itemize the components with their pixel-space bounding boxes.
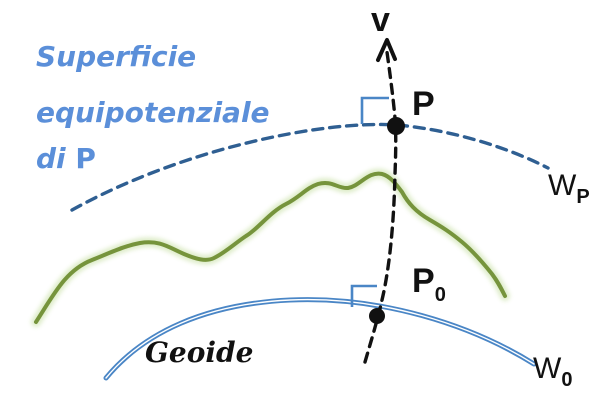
point-p0-marker <box>369 308 385 324</box>
surface-w0-label-base: W <box>533 352 562 385</box>
title-line-3: di P <box>36 142 96 175</box>
geoid-label: Geoide <box>145 336 253 369</box>
surface-wp-label-subscript: P <box>576 186 589 208</box>
vertical-label: v <box>371 1 390 39</box>
point-p-label: P <box>412 85 435 123</box>
right-angle-marker-top <box>360 96 389 124</box>
title-line-1: Superficie <box>36 40 196 73</box>
vertical-arrow-icon <box>376 38 397 62</box>
terrain-curve <box>34 171 507 324</box>
point-p0-label-subscript: 0 <box>435 284 446 306</box>
surface-wp-label: WP <box>548 169 590 208</box>
equipotential-surface-curve <box>70 122 550 212</box>
surface-w0-label: W0 <box>533 352 572 391</box>
surface-wp-label-base: W <box>548 169 577 202</box>
title-line-3-prefix: di <box>36 142 75 175</box>
surface-w0-label-subscript: 0 <box>561 369 572 391</box>
point-p0-label: P0 <box>412 262 446 306</box>
geoid-curve-inner <box>105 298 535 379</box>
point-p-marker <box>387 117 405 135</box>
right-angle-marker-bottom <box>350 284 377 307</box>
title-line-3-symbol: P <box>75 142 96 175</box>
title-line-2: equipotenziale <box>36 96 270 129</box>
point-p0-label-base: P <box>412 262 435 300</box>
